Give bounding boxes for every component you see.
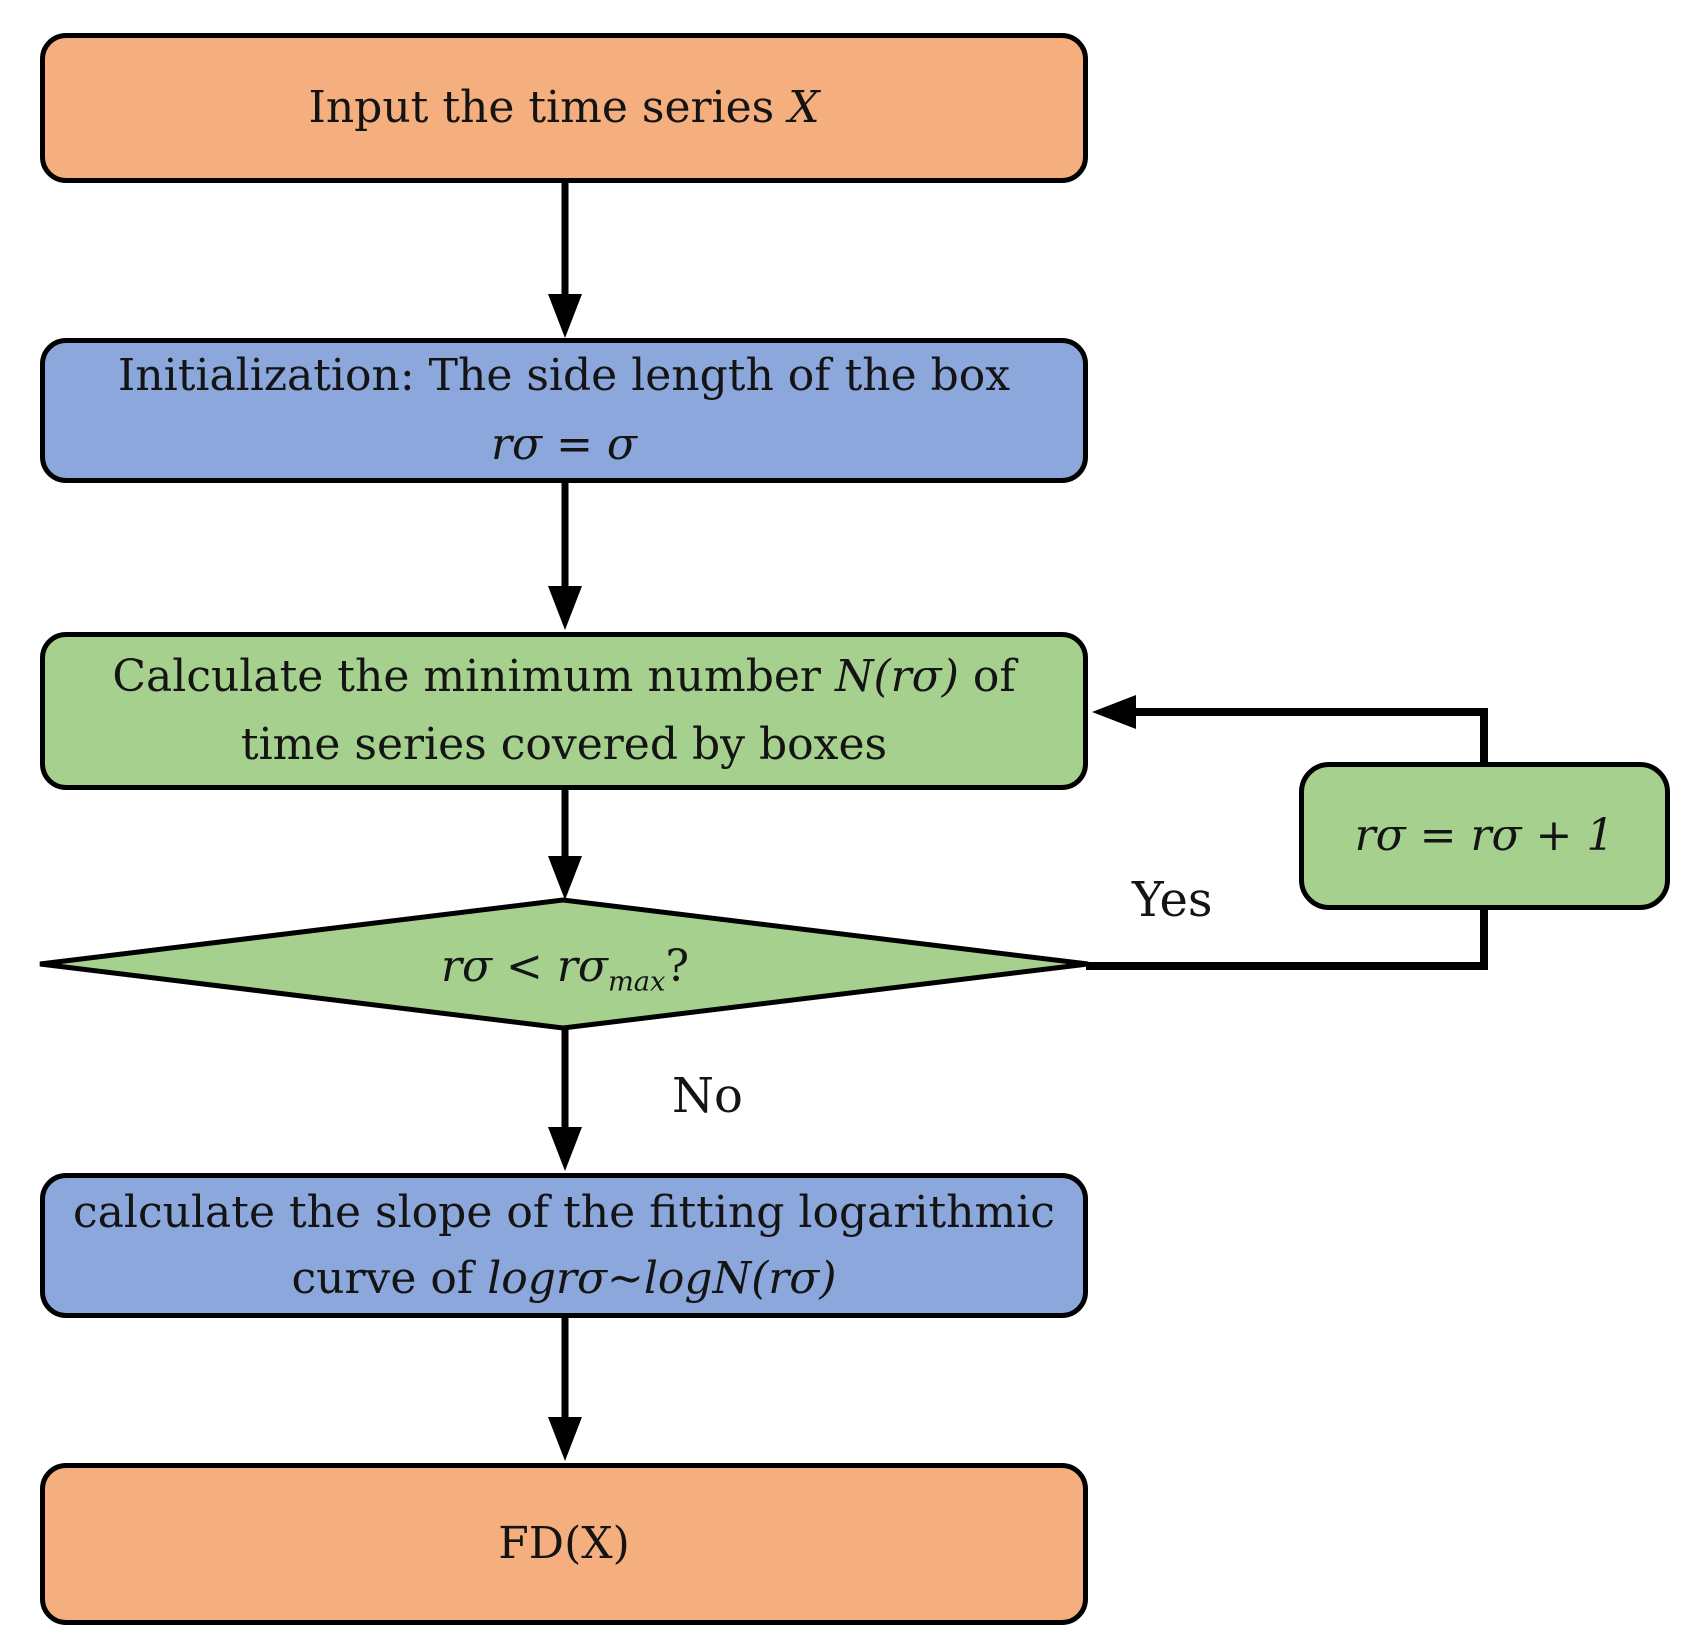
node-output-terminal: FD(X) xyxy=(40,1463,1088,1625)
node-calculate-n: Calculate the minimum number N(rσ) of ti… xyxy=(40,632,1088,790)
calc-line2: time series covered by boxes xyxy=(240,719,888,770)
output-text: FD(X) xyxy=(498,1518,630,1569)
no-label: No xyxy=(672,1068,743,1124)
math-x: X xyxy=(788,82,820,133)
node-slope: calculate the slope of the fitting logar… xyxy=(40,1173,1088,1318)
init-line1: Initialization: The side length of the b… xyxy=(117,350,1011,402)
node-input-terminal: Input the time series X xyxy=(40,33,1088,183)
node-initialization: Initialization: The side length of the b… xyxy=(40,338,1088,483)
flow-arrowhead-1 xyxy=(548,294,582,338)
increment-formula: rσ = rσ + 1 xyxy=(1354,810,1615,861)
flow-arrowhead-3 xyxy=(548,856,582,900)
decision-diamond-shape xyxy=(39,897,1089,1031)
loop-arrowhead xyxy=(1092,695,1136,729)
flow-arrowhead-5 xyxy=(548,1417,582,1461)
yes-label: Yes xyxy=(1132,872,1213,928)
math-log-formula: logrσ~logN(rσ) xyxy=(487,1252,837,1304)
init-formula: rσ = σ xyxy=(491,418,637,470)
node-input-text: Input the time series X xyxy=(308,82,820,133)
decision-text: rσ < rσmax? xyxy=(440,940,690,998)
flow-arrowhead-4 xyxy=(548,1127,582,1171)
node-increment: rσ = rσ + 1 xyxy=(1299,762,1670,910)
node-decision-label: rσ < rσmax? xyxy=(140,918,990,1014)
slope-line2: curve of logrσ~logN(rσ) xyxy=(291,1252,837,1304)
math-n-rsigma: N(rσ) xyxy=(834,650,959,702)
flow-arrowhead-2 xyxy=(548,586,582,630)
slope-line1: calculate the slope of the fitting logar… xyxy=(73,1186,1055,1238)
calc-line1: Calculate the minimum number N(rσ) of xyxy=(112,650,1016,702)
